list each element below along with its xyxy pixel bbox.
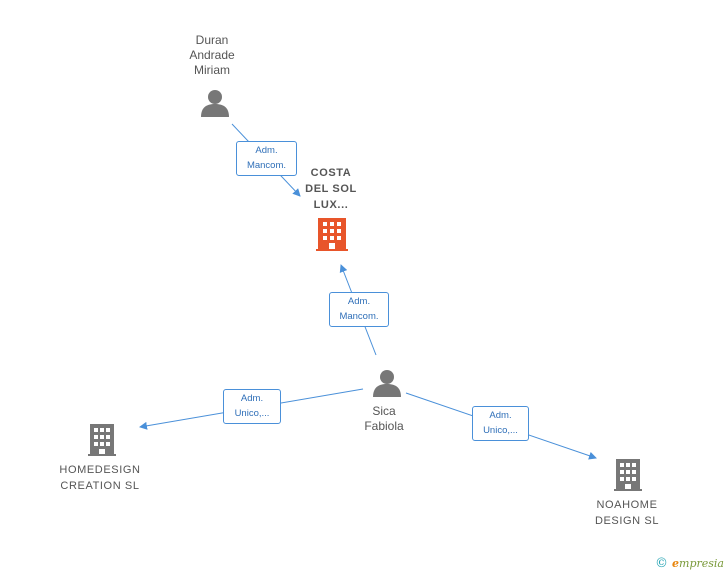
brand-initial: e <box>672 557 680 570</box>
copyright-symbol: © <box>655 556 669 571</box>
building-icon[interactable] <box>88 423 116 457</box>
edge-label-duran-focus: Adm. Mancom. <box>236 141 297 176</box>
empresia-watermark: ©empresia <box>655 556 724 571</box>
edge-label-sica-noahome: Adm. Unico,... <box>472 406 529 441</box>
person-icon[interactable] <box>372 368 402 398</box>
brand-rest: mpresia <box>679 557 724 570</box>
edge-label-sica-focus: Adm. Mancom. <box>329 292 389 327</box>
building-icon[interactable] <box>316 216 348 252</box>
edge-label-sica-homedesign: Adm. Unico,... <box>223 389 281 424</box>
company-homedesign-label[interactable]: HOMEDESIGN CREATION SL <box>59 464 141 492</box>
focus-company-label[interactable]: COSTA DEL SOL LUX... <box>305 167 357 211</box>
person-duran-label[interactable]: Duran Andrade Miriam <box>189 33 235 77</box>
company-noahome-label[interactable]: NOAHOME DESIGN SL <box>594 499 660 527</box>
person-sica-label[interactable]: Sica Fabiola <box>364 404 404 433</box>
building-icon[interactable] <box>614 458 642 492</box>
person-icon[interactable] <box>200 88 230 118</box>
